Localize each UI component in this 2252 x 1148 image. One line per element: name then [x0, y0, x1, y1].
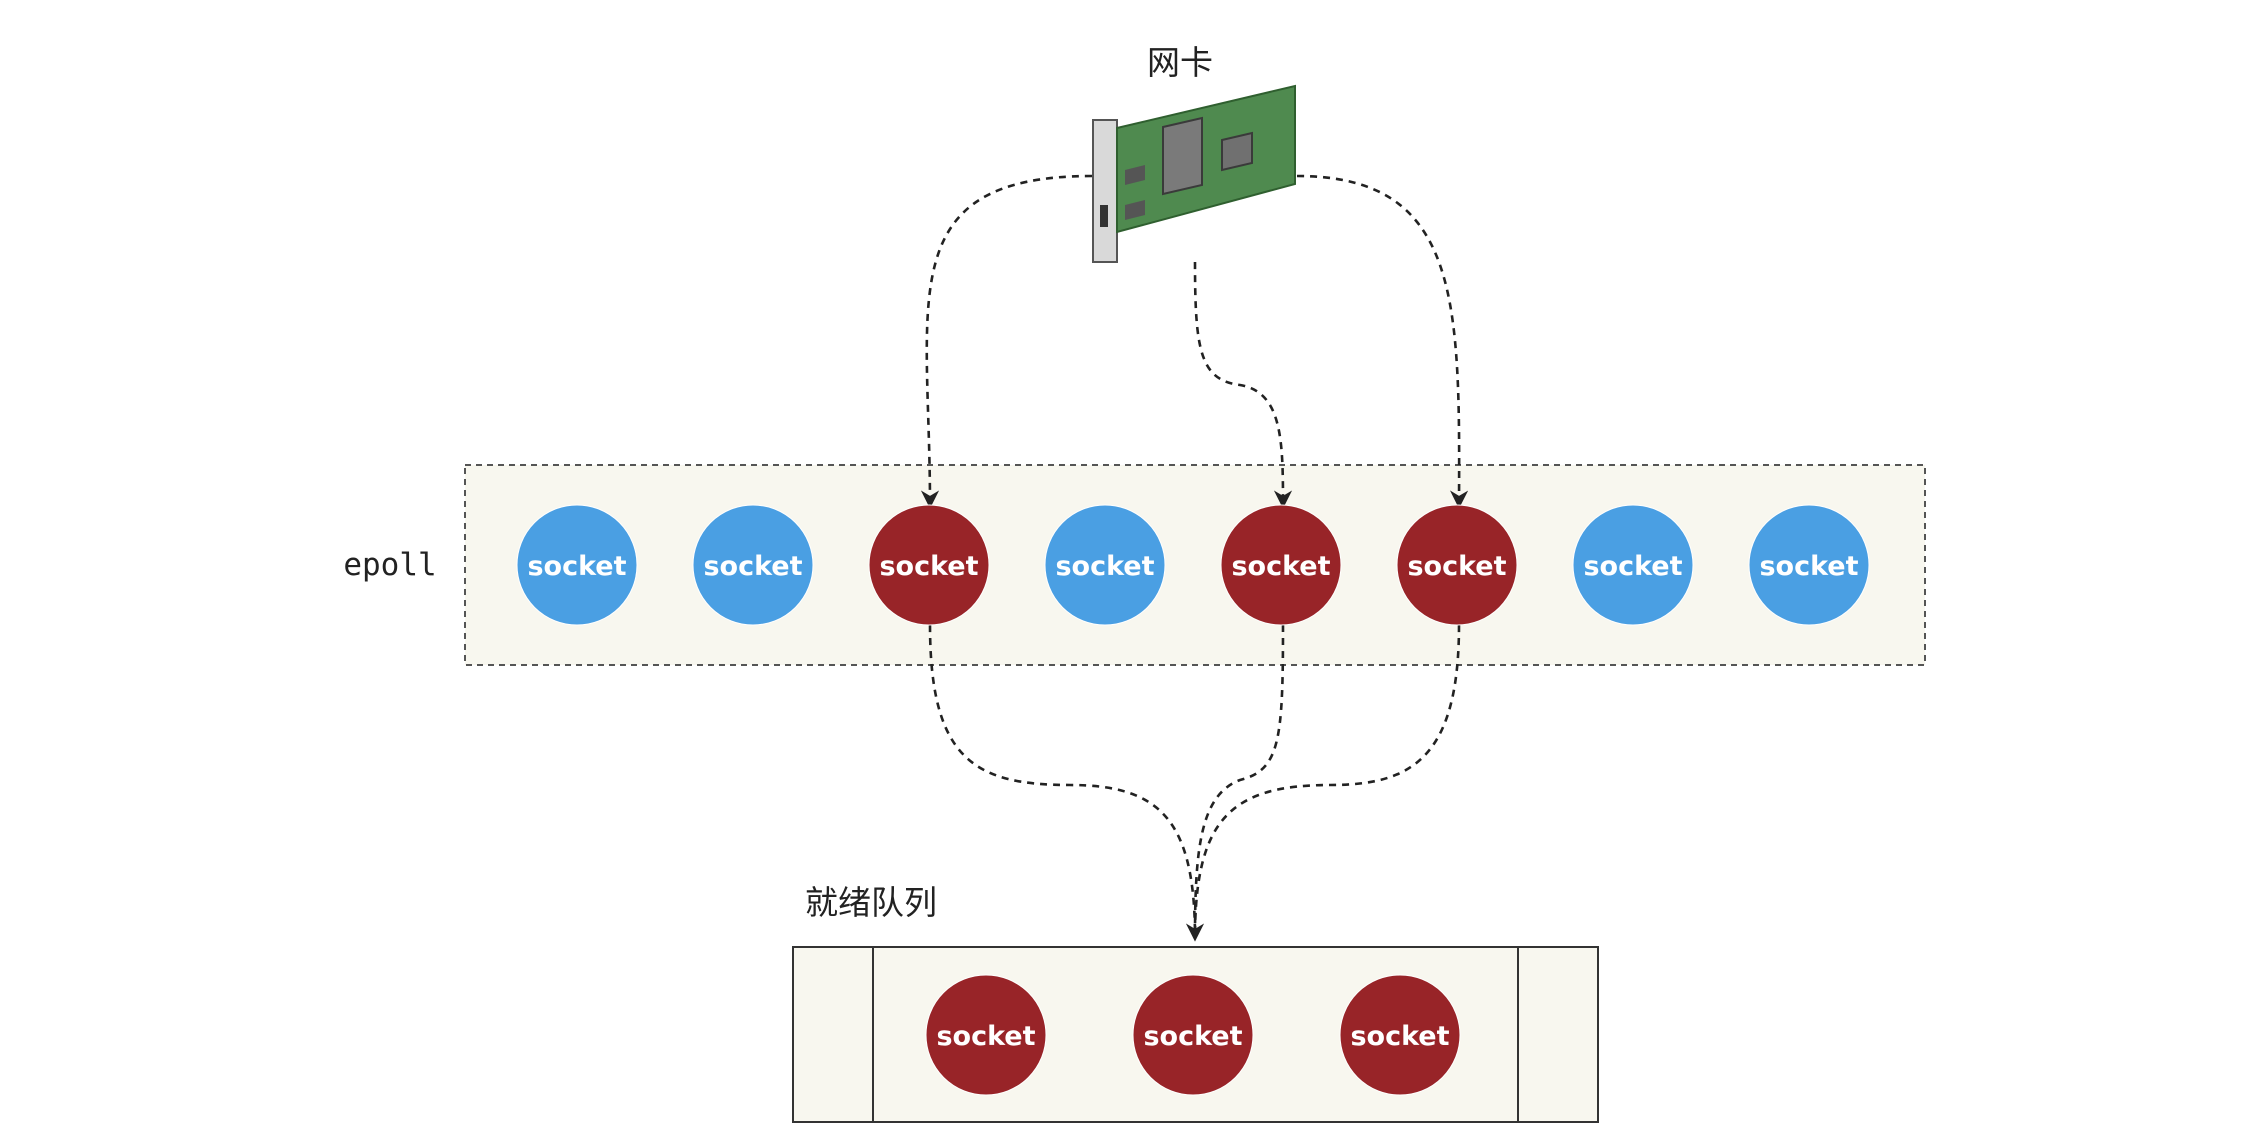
flow-nic-to-socket-3	[920, 174, 1093, 509]
socket-circle	[516, 504, 638, 626]
socket-label: socket	[1583, 551, 1682, 582]
socket-label: socket	[936, 1021, 1035, 1052]
socket-circle	[868, 504, 990, 626]
socket-circle	[692, 504, 814, 626]
socket-circle	[925, 974, 1047, 1096]
socket-label: socket	[1055, 551, 1154, 582]
epoll-socket-2: socket	[692, 504, 814, 626]
epoll-socket-5: socket	[1220, 504, 1342, 626]
flow-socket-3-to-queue	[928, 624, 1205, 942]
socket-label: socket	[1143, 1021, 1242, 1052]
socket-circle	[1044, 504, 1166, 626]
socket-label: socket	[527, 551, 626, 582]
epoll-socket-group: socket socket socket socket socket socket sock…	[516, 504, 1870, 626]
flow-nic-to-socket-5	[1193, 261, 1293, 509]
epoll-socket-8: socket	[1748, 504, 1870, 626]
socket-label: socket	[1759, 551, 1858, 582]
epoll-socket-6: socket	[1396, 504, 1518, 626]
flow-socket-6-to-queue	[1193, 624, 1461, 939]
epoll-container	[464, 464, 1926, 666]
flow-socket-5-to-queue	[1193, 624, 1285, 939]
socket-label: socket	[1407, 551, 1506, 582]
socket-label: socket	[1231, 551, 1330, 582]
flow-nic-to-socket-6	[1296, 174, 1469, 509]
socket-circle	[1132, 974, 1254, 1096]
socket-circle	[1220, 504, 1342, 626]
socket-circle	[1748, 504, 1870, 626]
nic-label: 网卡	[1147, 43, 1213, 82]
epoll-socket-7: socket	[1572, 504, 1694, 626]
socket-circle	[1339, 974, 1461, 1096]
epoll-socket-1: socket	[516, 504, 638, 626]
socket-label: socket	[703, 551, 802, 582]
ready-queue-socket-1: socket	[925, 974, 1047, 1096]
socket-circle	[1396, 504, 1518, 626]
epoll-label: epoll	[343, 547, 436, 583]
socket-label: socket	[879, 551, 978, 582]
network-card-icon	[1092, 84, 1296, 263]
socket-circle	[1572, 504, 1694, 626]
ready-queue-socket-2: socket	[1132, 974, 1254, 1096]
ready-queue-socket-3: socket	[1339, 974, 1461, 1096]
socket-label: socket	[1350, 1021, 1449, 1052]
ready-queue-label: 就绪队列	[805, 883, 937, 922]
epoll-socket-4: socket	[1044, 504, 1166, 626]
epoll-socket-3: socket	[868, 504, 990, 626]
ready-queue-socket-group: socket socket socket	[925, 974, 1461, 1096]
